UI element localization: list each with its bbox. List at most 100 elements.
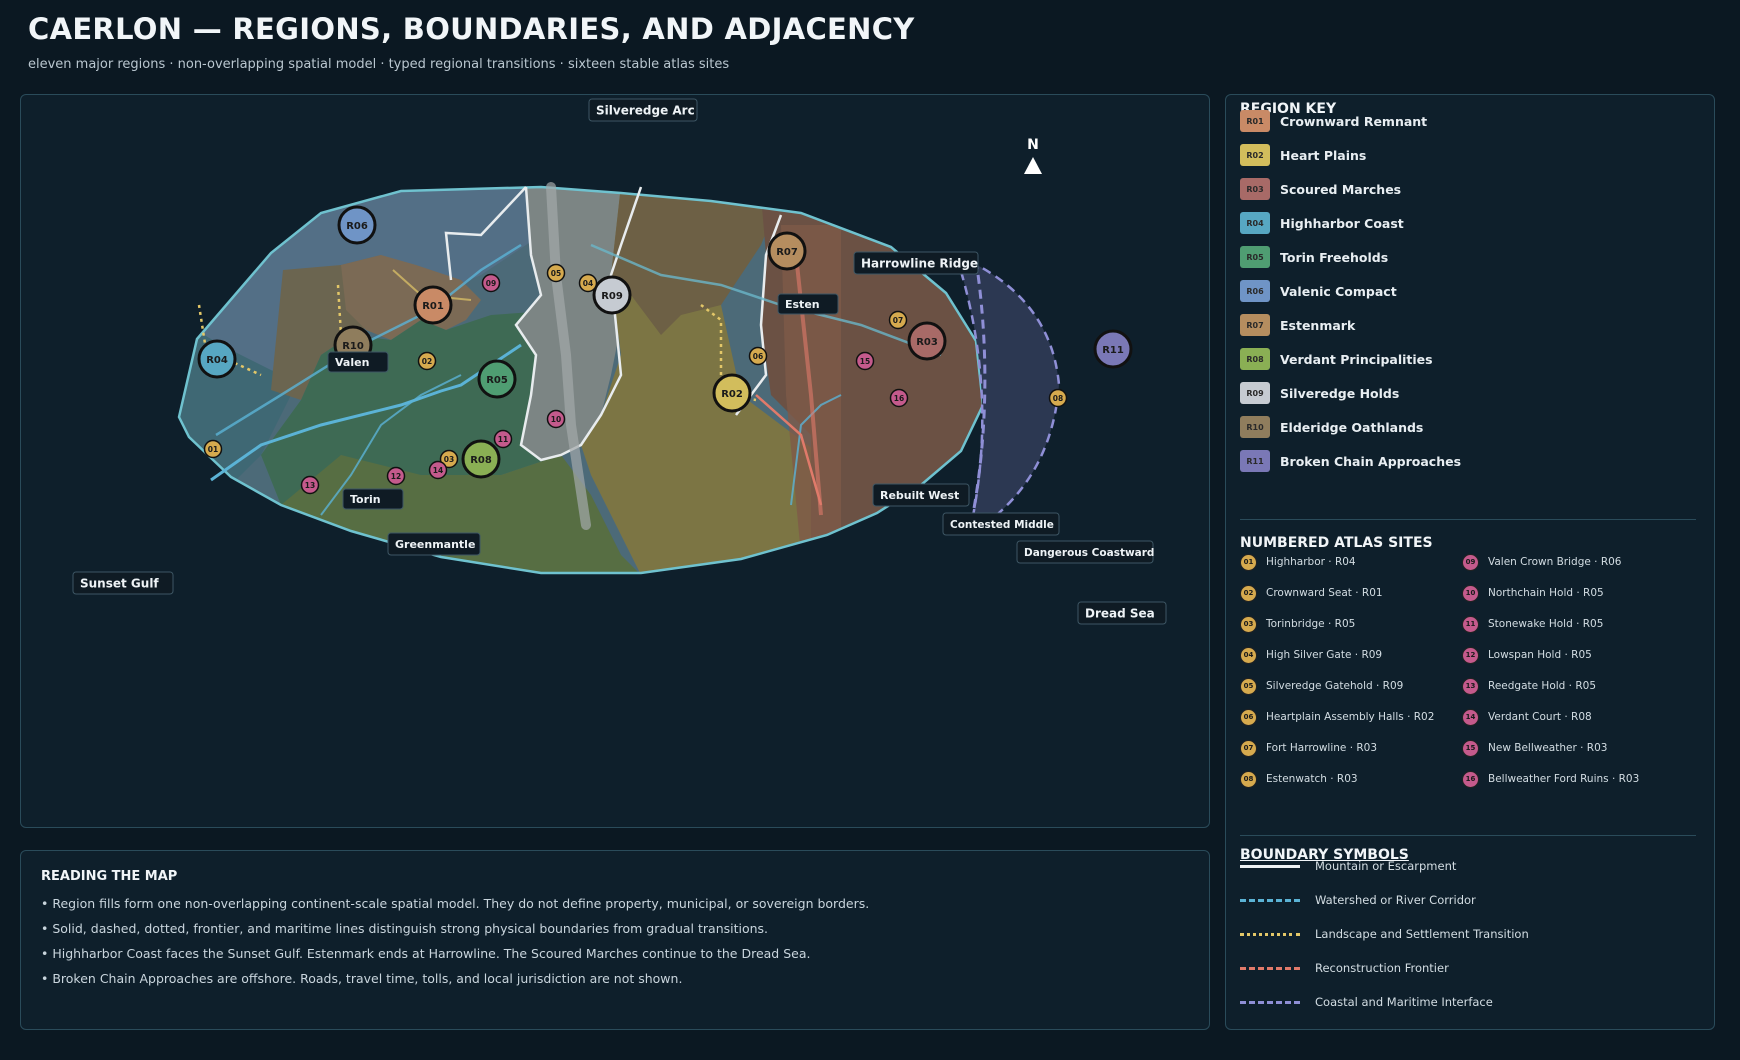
site-label: Stonewake Hold · R05 (1488, 618, 1604, 630)
site-number-badge: 02 (1240, 584, 1257, 602)
compass-label: N (1027, 137, 1039, 153)
region-name: Crownward Remnant (1280, 113, 1428, 129)
region-marker-r04[interactable] (197, 339, 237, 379)
site-marker-label: 14 (433, 466, 443, 475)
region-marker-r02[interactable] (712, 373, 752, 413)
region-marker-r07[interactable] (767, 231, 807, 271)
page-title: CAERLON — REGIONS, BOUNDARIES, AND ADJAC… (28, 12, 915, 46)
region-r09-fill[interactable] (516, 187, 641, 460)
note-item: • Highharbor Coast faces the Sunset Gulf… (41, 946, 811, 961)
region-marker-r05[interactable] (477, 359, 517, 399)
place-label-box (342, 488, 404, 510)
atlas-site-row[interactable]: 13 Reedgate Hold · R05 (1462, 677, 1596, 695)
site-label: Valen Crown Bridge · R06 (1488, 556, 1622, 568)
site-marker-label: 05 (551, 269, 561, 278)
reconstruction-frontier (755, 394, 823, 506)
mountain-line-icon (1240, 864, 1300, 868)
atlas-sites-title: NUMBERED ATLAS SITES (1240, 535, 1433, 551)
region-swatch: R10 (1240, 416, 1270, 438)
site-number-badge: 11 (1462, 615, 1479, 633)
site-marker-14[interactable] (428, 460, 448, 480)
place-label-silveredge-arc: Silveredge Arc (596, 103, 695, 117)
region-marker-label: R07 (776, 247, 798, 258)
symbol-label: Mountain or Escarpment (1315, 859, 1457, 873)
site-number-badge: 03 (1240, 615, 1257, 633)
region-marker-r03[interactable] (907, 321, 947, 361)
place-label-box (327, 351, 389, 373)
site-number-badge: 13 (1462, 677, 1479, 695)
site-marker-07[interactable] (888, 310, 908, 330)
site-marker-10[interactable] (546, 409, 566, 429)
site-label: Lowspan Hold · R05 (1488, 649, 1592, 661)
region-marker-r01[interactable] (413, 285, 453, 325)
place-label-sunset-gulf: Sunset Gulf (80, 576, 159, 590)
site-marker-06[interactable] (748, 346, 768, 366)
note-item: • Broken Chain Approaches are offshore. … (41, 971, 683, 986)
site-marker-02[interactable] (417, 351, 437, 371)
maritime-interface-line (969, 259, 987, 526)
region-marker-r09[interactable] (592, 275, 632, 315)
site-marker-15[interactable] (855, 351, 875, 371)
site-marker-09[interactable] (481, 273, 501, 293)
region-marker-r06[interactable] (337, 205, 377, 245)
place-label-box (1077, 601, 1167, 625)
atlas-site-row[interactable]: 11 Stonewake Hold · R05 (1462, 615, 1603, 633)
place-label-valen: Valen (335, 356, 369, 369)
symbol-row-mountain: Mountain or Escarpment (1240, 857, 1456, 875)
site-marker-label: 10 (551, 415, 561, 424)
site-label: Reedgate Hold · R05 (1488, 680, 1596, 692)
site-marker-03[interactable] (439, 449, 459, 469)
region-marker-label: R04 (206, 355, 228, 366)
region-marker-r08[interactable] (461, 439, 501, 479)
page-subtitle: eleven major regions · non-overlapping s… (28, 57, 730, 72)
region-name: Estenmark (1280, 317, 1356, 333)
site-marker-11[interactable] (493, 429, 513, 449)
watershed-line-icon (1240, 898, 1300, 902)
region-key-row-r10[interactable]: R10 Elderidge Oathlands (1240, 415, 1423, 439)
region-marker-label: R01 (422, 301, 444, 312)
region-swatch: R08 (1240, 348, 1270, 370)
site-marker-01[interactable] (203, 439, 223, 459)
region-name: Elderidge Oathlands (1280, 419, 1424, 435)
site-marker-05[interactable] (546, 263, 566, 283)
site-marker-12[interactable] (386, 466, 406, 486)
region-r08-fill[interactable] (231, 455, 641, 575)
site-marker-13[interactable] (300, 475, 320, 495)
region-marker-label: R08 (470, 455, 492, 466)
region-swatch: R04 (1240, 212, 1270, 234)
place-label-harrowline-ridge: Harrowline Ridge (861, 256, 978, 270)
place-label-torin: Torin (350, 493, 381, 506)
site-marker-04[interactable] (578, 273, 598, 293)
site-number-badge: 04 (1240, 646, 1257, 664)
region-marker-r11[interactable] (1093, 329, 1133, 369)
site-marker-08[interactable] (1048, 388, 1068, 408)
site-marker-16[interactable] (889, 388, 909, 408)
region-r07-fill[interactable] (611, 185, 781, 335)
